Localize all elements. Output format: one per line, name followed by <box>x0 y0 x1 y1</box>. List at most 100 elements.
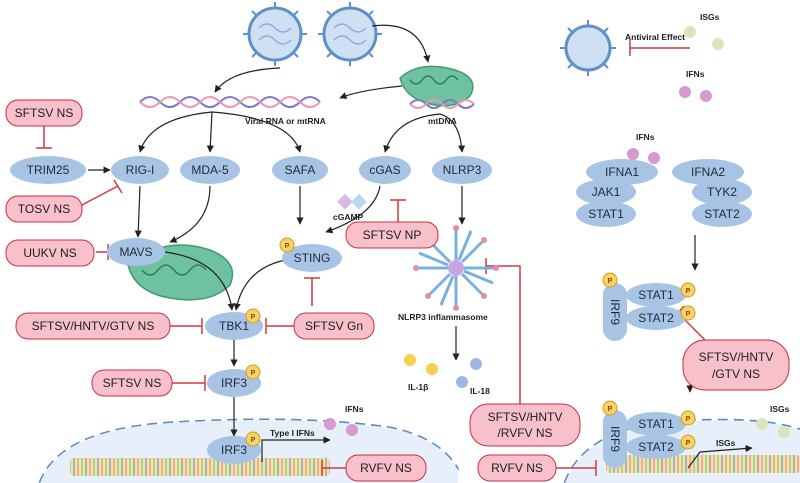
ifna2-node: IFNA2 <box>672 159 744 185</box>
phospho-badge: P <box>245 308 261 324</box>
svg-text:STAT2: STAT2 <box>638 440 674 454</box>
svg-text:P: P <box>686 311 691 318</box>
ifn-dots <box>324 418 358 436</box>
arrow-rigi-to-mavs <box>134 185 142 238</box>
safa-node: SAFA <box>272 156 328 184</box>
stat2-nuclear-node: STAT2 <box>626 435 686 459</box>
arrow-stat-to-isgs <box>687 444 753 469</box>
svg-text:P: P <box>608 278 613 285</box>
arrow-mito-to-rna <box>339 85 403 99</box>
arrow-virus-to-mito <box>371 24 431 63</box>
ifns-label-top: IFNs <box>686 69 705 79</box>
virus-icon <box>560 20 616 76</box>
inhibit-rvfv-dna-right <box>556 460 597 476</box>
svg-text:SFTSV NS: SFTSV NS <box>15 106 74 120</box>
arrow-irf3-type1 <box>261 436 331 462</box>
svg-text:UUKV NS: UUKV NS <box>23 246 76 260</box>
svg-text:MDA-5: MDA-5 <box>191 163 229 177</box>
svg-text:SAFA: SAFA <box>285 163 316 177</box>
arrow-rna-to-safa <box>211 111 302 153</box>
svg-text:/RVFV NS: /RVFV NS <box>497 426 552 440</box>
svg-text:IFNA1: IFNA1 <box>605 165 639 179</box>
cgamp-label: cGAMP <box>333 212 364 222</box>
inhibitor-sftsv-hntv-gtv-ns: SFTSV/HNTV/GTV NS <box>15 312 171 340</box>
svg-text:P: P <box>251 437 256 444</box>
svg-text:TRIM25: TRIM25 <box>27 163 70 177</box>
svg-text:SFTSV Gn: SFTSV Gn <box>305 319 363 333</box>
inhibitor-sftsv-hntv-gtv-ns-2: SFTSV/HNTV/GTV NS <box>682 339 790 391</box>
svg-text:JAK1: JAK1 <box>592 185 621 199</box>
svg-text:IRF3: IRF3 <box>221 443 247 457</box>
phospho-badges: P P P P P P P P P P <box>245 237 696 450</box>
irf9-nuclear-node: IRF9 <box>603 410 627 468</box>
type1-ifns-label: Type I IFNs <box>270 428 315 438</box>
stat2-node: STAT2 <box>692 201 752 227</box>
virus-icon <box>243 2 307 66</box>
svg-text:TOSV NS: TOSV NS <box>18 202 70 216</box>
il18-label: IL-18 <box>470 386 490 396</box>
stat2-p-node: STAT2 <box>626 306 686 330</box>
svg-text:STAT2: STAT2 <box>704 207 740 221</box>
inhibitor-tosv-ns: TOSV NS <box>5 195 83 223</box>
arrow-virus-to-rna <box>214 67 281 93</box>
svg-text:TBK1: TBK1 <box>219 319 249 333</box>
isgs-label-top: ISGs <box>700 12 720 22</box>
dna-strand-right <box>606 455 800 473</box>
arrow-rna-to-rigi <box>138 111 213 153</box>
cgamp-icon <box>337 193 367 210</box>
stat1-p-node: STAT1 <box>626 283 686 307</box>
nlrp3-node: NLRP3 <box>432 156 492 184</box>
svg-text:TYK2: TYK2 <box>707 185 737 199</box>
arrow-rna-to-mda5 <box>206 111 214 153</box>
svg-text:STAT1: STAT1 <box>638 288 674 302</box>
inhibit-sftsv-np-cgas <box>390 199 406 222</box>
phospho-badge: P <box>245 364 261 380</box>
inhibitor-sftsv-ns-top: SFTSV NS <box>5 99 83 127</box>
svg-text:STAT1: STAT1 <box>588 207 624 221</box>
virus-icon <box>318 2 382 66</box>
svg-text:MAVS: MAVS <box>119 245 152 259</box>
phospho-badge: P <box>680 305 696 321</box>
mtdna-helix <box>409 99 475 109</box>
inhibit-uukv-mavs <box>96 244 109 260</box>
mtdna-label: mtDNA <box>428 116 457 126</box>
inhibit-tosv-rigi <box>79 179 123 207</box>
inhibitor-rvfv-ns-left: RVFV NS <box>345 454 427 482</box>
inhibit-antiviral <box>629 40 690 56</box>
dna-strand-left <box>70 458 330 476</box>
inhibitor-sftsv-np: SFTSV NP <box>345 221 439 249</box>
svg-text:IRF9: IRF9 <box>608 299 622 325</box>
antiviral-label: Antiviral Effect <box>625 32 685 42</box>
phospho-badge: P <box>279 237 295 253</box>
cytokine-dots <box>404 354 482 388</box>
svg-text:P: P <box>608 406 613 413</box>
ifns-label-mid: IFNs <box>636 132 655 142</box>
mda5-node: MDA-5 <box>180 156 240 184</box>
svg-text:STAT1: STAT1 <box>638 417 674 431</box>
inhibit-rvfv-dna-left <box>321 460 346 476</box>
svg-text:P: P <box>251 314 256 321</box>
arrow-cgas-to-sting <box>325 185 381 234</box>
arrow-mda5-to-mavs <box>169 185 211 243</box>
ifna1-node: IFNA1 <box>586 159 658 185</box>
svg-text:RVFV NS: RVFV NS <box>360 461 412 475</box>
svg-text:/GTV NS: /GTV NS <box>712 367 760 381</box>
arrow-mtdna-to-cgas <box>383 113 441 153</box>
tyk2-node: TYK2 <box>692 179 752 205</box>
svg-text:RIG-I: RIG-I <box>126 163 155 177</box>
svg-text:cGAS: cGAS <box>369 163 400 177</box>
inhibitor-uukv-ns: UUKV NS <box>5 239 95 267</box>
svg-text:SFTSV NP: SFTSV NP <box>363 228 422 242</box>
svg-text:SFTSV NS: SFTSV NS <box>103 376 162 390</box>
svg-text:P: P <box>686 416 691 423</box>
phospho-badge: P <box>680 434 696 450</box>
svg-text:P: P <box>686 288 691 295</box>
svg-text:STAT2: STAT2 <box>638 311 674 325</box>
inhibitor-sftsv-gn: SFTSV Gn <box>293 312 375 340</box>
phospho-badge: P <box>245 431 261 447</box>
mitochondria-icon <box>399 65 474 107</box>
inhibitor-rvfv-ns-right: RVFV NS <box>477 454 557 482</box>
inhibitor-sftsv-hntv-rvfv-ns: SFTSV/HNTV/RVFV NS <box>469 403 581 447</box>
isg-dots <box>756 418 790 438</box>
